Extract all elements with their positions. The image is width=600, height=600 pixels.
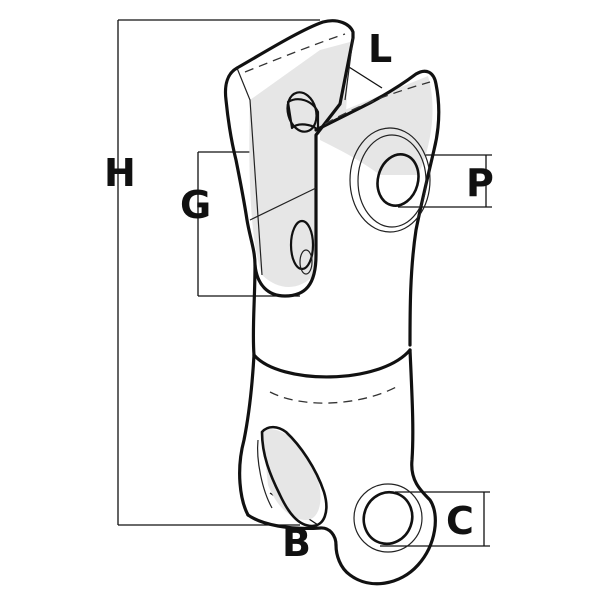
jaw-right-prong bbox=[314, 69, 441, 347]
eye-slot bbox=[260, 425, 328, 528]
label-c: C bbox=[446, 499, 474, 543]
eye-outline-left bbox=[238, 353, 256, 517]
label-l: L bbox=[368, 27, 392, 71]
lower-eye bbox=[238, 348, 437, 586]
neck-left bbox=[251, 263, 257, 357]
jaw-face-right bbox=[320, 76, 433, 175]
dimension-c bbox=[380, 491, 490, 547]
eye-outline-right bbox=[334, 348, 437, 586]
jaw-pin bbox=[286, 91, 320, 275]
label-b: B bbox=[282, 521, 311, 565]
swivel-joint bbox=[252, 348, 412, 404]
joint-seam bbox=[252, 348, 412, 379]
bottom-eye-hole bbox=[353, 483, 423, 553]
upper-jaw bbox=[223, 19, 441, 357]
eye-inner-face bbox=[262, 429, 321, 520]
label-g: G bbox=[180, 183, 211, 227]
top-pin-hole bbox=[349, 127, 431, 233]
label-p: P bbox=[466, 161, 494, 205]
jaw-outline bbox=[223, 19, 355, 298]
label-h: H bbox=[104, 151, 136, 195]
jaw-inner-face bbox=[249, 42, 350, 288]
